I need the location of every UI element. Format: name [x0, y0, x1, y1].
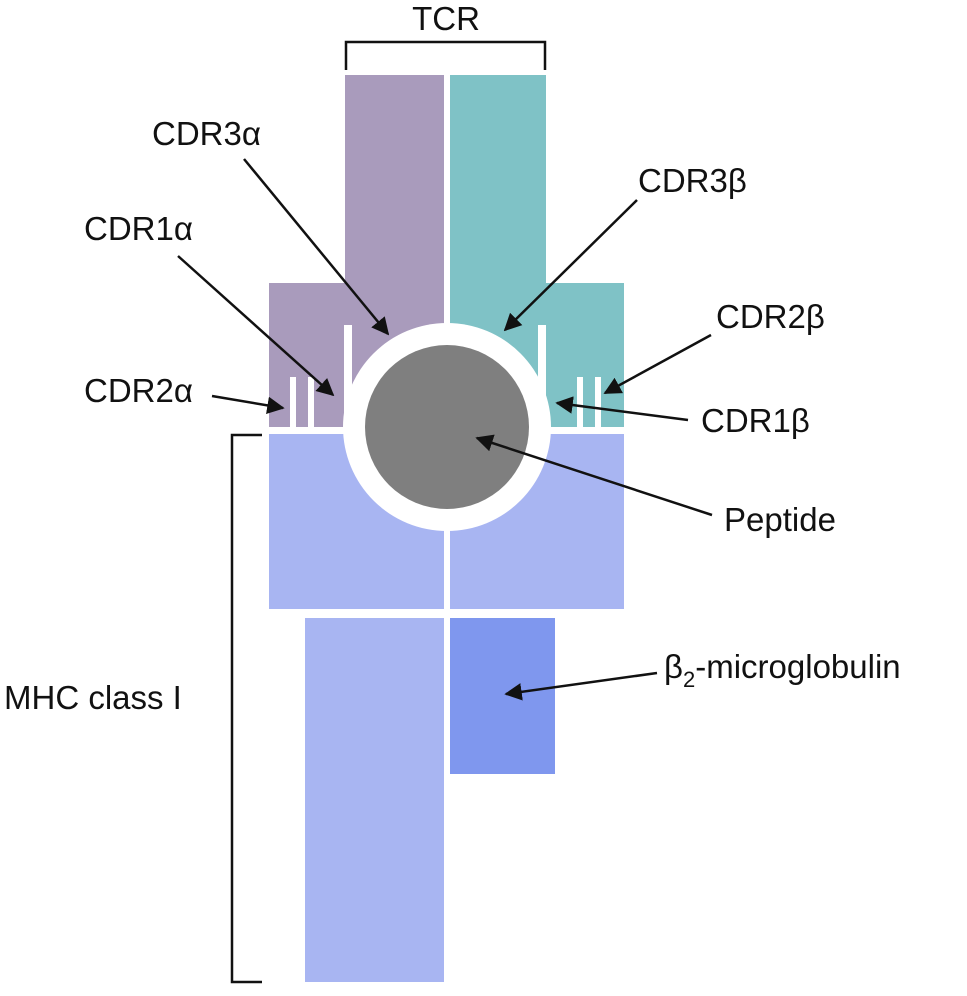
peptide-label: Peptide	[724, 501, 836, 538]
cdr3a-notch	[344, 325, 352, 427]
cdr1b-notch	[577, 377, 583, 427]
b2m-label-rest: -microglobulin	[695, 648, 900, 685]
cdr3b-label: CDR3β	[638, 162, 747, 199]
tcr-label: TCR	[412, 0, 480, 37]
tcr-beta-upper	[450, 75, 546, 295]
cdr1a-label: CDR1α	[84, 210, 193, 247]
cdr3b-notch	[538, 325, 546, 427]
b2m-label-subscript: 2	[683, 667, 695, 692]
arrow-cdr2b	[603, 333, 712, 395]
b2m-label: β2-microglobulin	[664, 648, 901, 692]
mhc-bracket	[230, 433, 262, 984]
tcr-bracket	[344, 40, 547, 70]
arrow-cdr2a	[211, 394, 285, 415]
cdr3a-label: CDR3α	[152, 115, 261, 152]
cdr2b-label: CDR2β	[716, 298, 825, 335]
arrow-peptide	[475, 434, 713, 517]
labels: TCR CDR3α CDR1α CDR2α CDR3β CDR2β CDR1β …	[4, 0, 901, 716]
mhc-label: MHC class I	[4, 679, 182, 716]
cdr1a-notch	[308, 377, 314, 427]
arrow-b2m	[504, 671, 658, 701]
cdr2a-notch	[290, 377, 296, 427]
label-arrows	[177, 158, 713, 701]
cdr2b-notch	[595, 377, 601, 427]
peptide-circle	[365, 345, 529, 509]
tcr-alpha-upper	[345, 75, 444, 295]
cdr1b-label: CDR1β	[701, 402, 810, 439]
b2-microglobulin-domain	[450, 618, 555, 774]
mhc-alpha3-domain	[305, 618, 444, 982]
b2m-label-beta: β	[664, 648, 683, 685]
arrow-cdr1a	[177, 255, 335, 397]
cdr2a-label: CDR2α	[84, 372, 193, 409]
arrow-cdr3a	[243, 158, 390, 336]
cdr-loop-gaps	[290, 325, 601, 427]
arrow-cdr1b	[555, 396, 689, 422]
arrow-cdr3b	[503, 199, 638, 332]
